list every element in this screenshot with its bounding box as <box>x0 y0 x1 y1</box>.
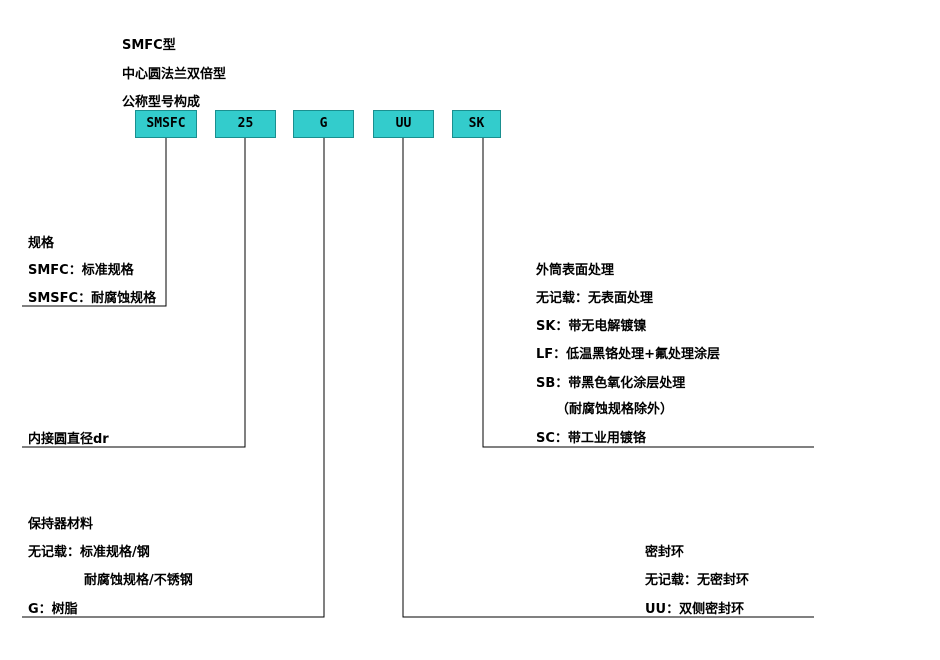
surface-title: 外筒表面处理 <box>536 263 615 278</box>
connector-surface <box>482 138 814 448</box>
connector-seal <box>402 138 814 618</box>
code-box-series: SMSFC <box>135 110 197 138</box>
seal-none: 无记载：无密封环 <box>645 573 750 588</box>
surface-sb-note: （耐腐蚀规格除外） <box>556 402 674 417</box>
header-model: SMFC型 <box>122 38 176 53</box>
seal-uu: UU：双侧密封环 <box>645 602 745 617</box>
retainer-standard: 无记载：标准规格/钢 <box>28 545 150 560</box>
header-type: 中心圆法兰双倍型 <box>122 67 227 82</box>
code-box-size: 25 <box>215 110 276 138</box>
surface-sc: SC：带工业用镀铬 <box>536 431 646 446</box>
connector-size <box>22 138 246 448</box>
code-box-retainer: G <box>293 110 354 138</box>
code-box-surface: SK <box>452 110 501 138</box>
connector-retainer <box>22 138 325 618</box>
size-label: 内接圆直径dr <box>28 432 109 447</box>
spec-corrosion: SMSFC：耐腐蚀规格 <box>28 291 157 306</box>
code-box-seal: UU <box>373 110 434 138</box>
surface-sb: SB：带黑色氧化涂层处理 <box>536 376 686 391</box>
spec-title: 规格 <box>28 236 55 251</box>
surface-none: 无记载：无表面处理 <box>536 291 654 306</box>
spec-standard: SMFC：标准规格 <box>28 263 134 278</box>
seal-title: 密封环 <box>645 545 685 560</box>
surface-sk: SK：带无电解镀镍 <box>536 319 647 334</box>
retainer-resin: G：树脂 <box>28 602 78 617</box>
retainer-corrosion: 耐腐蚀规格/不锈钢 <box>84 573 193 588</box>
header-caption: 公称型号构成 <box>122 95 201 110</box>
connector-spec <box>22 138 167 307</box>
surface-lf: LF：低温黑铬处理+氟处理涂层 <box>536 347 721 362</box>
retainer-title: 保持器材料 <box>28 517 94 532</box>
